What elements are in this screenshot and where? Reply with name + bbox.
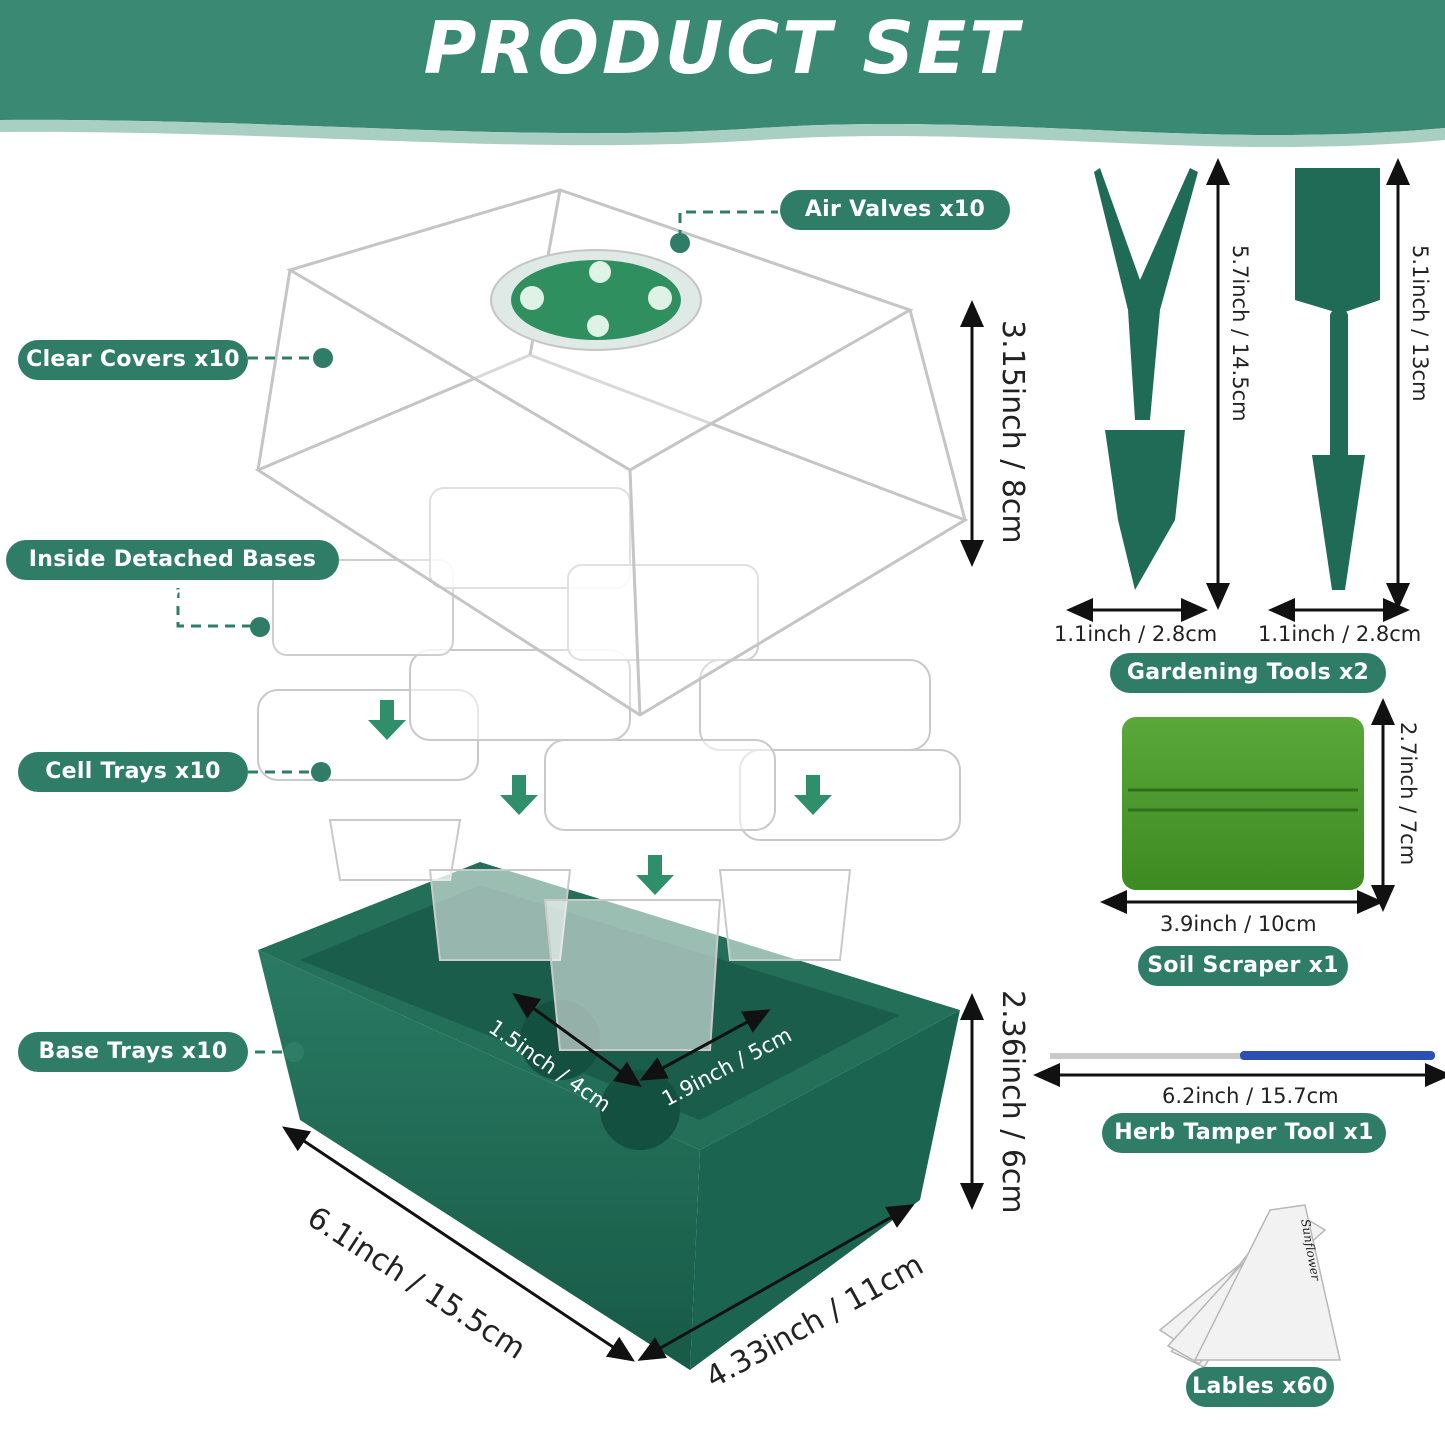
header-banner — [0, 0, 1445, 136]
dim-tool2-width: 1.1inch / 2.8cm — [1258, 622, 1422, 646]
header-wave — [0, 119, 1445, 148]
dim-tool1-width: 1.1inch / 2.8cm — [1054, 622, 1218, 646]
callout-labels: Lables x60 — [1186, 1367, 1334, 1407]
dim-scraper-height: 2.7inch / 7cm — [1396, 722, 1420, 866]
dimension-arrow-icon — [282, 158, 1445, 1362]
arrow-down-icon — [368, 700, 832, 895]
callout-herb-tamper: Herb Tamper Tool x1 — [1102, 1113, 1386, 1153]
callout-gardening-tools: Gardening Tools x2 — [1110, 653, 1386, 693]
callout-base-trays: Base Trays x10 — [18, 1032, 248, 1072]
labels-fan — [1158, 1204, 1341, 1369]
callout-soil-scraper: Soil Scraper x1 — [1138, 946, 1348, 986]
dim-cover-height: 3.15inch / 8cm — [995, 320, 1030, 544]
dim-tool1-height: 5.7inch / 14.5cm — [1228, 245, 1252, 422]
page-title: PRODUCT SET — [423, 6, 1022, 90]
callout-inside-bases: Inside Detached Bases x100 — [6, 540, 339, 612]
dim-tool2-height: 5.1inch / 13cm — [1408, 245, 1432, 402]
dim-tamper-length: 6.2inch / 15.7cm — [1162, 1084, 1339, 1108]
callout-clear-covers: Clear Covers x10 — [18, 340, 248, 380]
inside-bases — [272, 487, 759, 661]
herb-tamper — [1050, 1053, 1245, 1059]
soil-scraper — [1122, 717, 1364, 890]
dim-scraper-width: 3.9inch / 10cm — [1160, 912, 1317, 936]
gardening-tool-scoop — [1295, 168, 1380, 590]
callout-leaders — [176, 210, 778, 1054]
callout-air-valves: Air Valves x10 — [780, 190, 1010, 230]
gardening-tool-fork — [1094, 168, 1198, 590]
dim-tray-height: 2.36inch / 6cm — [995, 990, 1030, 1214]
callout-cell-trays: Cell Trays x10 — [18, 752, 248, 792]
